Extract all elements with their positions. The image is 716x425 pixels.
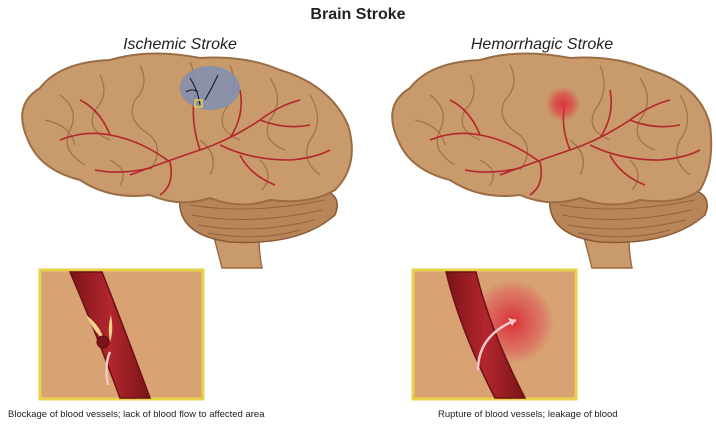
blockage-inset bbox=[40, 270, 203, 399]
clot bbox=[97, 336, 109, 348]
ischemic-caption: Blockage of blood vessels; lack of blood… bbox=[8, 409, 264, 420]
ischemic-affected-area bbox=[180, 66, 240, 110]
hemorrhage-spot bbox=[546, 87, 580, 121]
hemorrhagic-caption: Rupture of blood vessels; leakage of blo… bbox=[438, 409, 618, 420]
hemorrhagic-brain bbox=[392, 53, 711, 268]
rupture-inset bbox=[413, 270, 576, 399]
ischemic-brain bbox=[22, 53, 352, 268]
